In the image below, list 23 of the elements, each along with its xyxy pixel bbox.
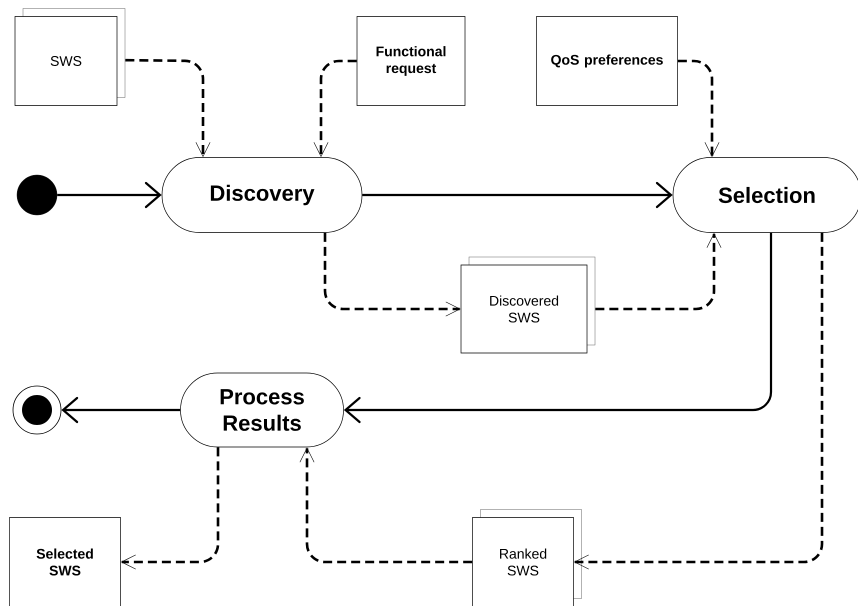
arrow bbox=[595, 232, 722, 310]
end-dot bbox=[12, 386, 62, 434]
arrow bbox=[300, 447, 472, 564]
start-dot bbox=[16, 174, 58, 216]
object-box: Selected SWS bbox=[9, 517, 121, 606]
document-box: Discovered SWS bbox=[460, 256, 596, 354]
document-box: Ranked SWS bbox=[472, 509, 582, 606]
object-box: QoS preferences bbox=[536, 16, 678, 106]
arrow bbox=[574, 232, 824, 570]
object-box: Functional request bbox=[356, 16, 466, 106]
activity-box: Process Results bbox=[180, 372, 344, 448]
document-box: SWS bbox=[14, 8, 126, 106]
activity-box: Selection bbox=[672, 157, 858, 233]
arrow bbox=[344, 232, 772, 424]
arrow bbox=[120, 447, 220, 570]
arrow bbox=[314, 60, 357, 158]
arrow bbox=[362, 182, 673, 208]
arrow bbox=[57, 182, 162, 208]
activity-box: Discovery bbox=[162, 157, 362, 233]
arrow bbox=[678, 60, 720, 158]
arrow bbox=[324, 232, 461, 316]
arrow bbox=[125, 58, 210, 158]
arrow bbox=[61, 396, 180, 424]
